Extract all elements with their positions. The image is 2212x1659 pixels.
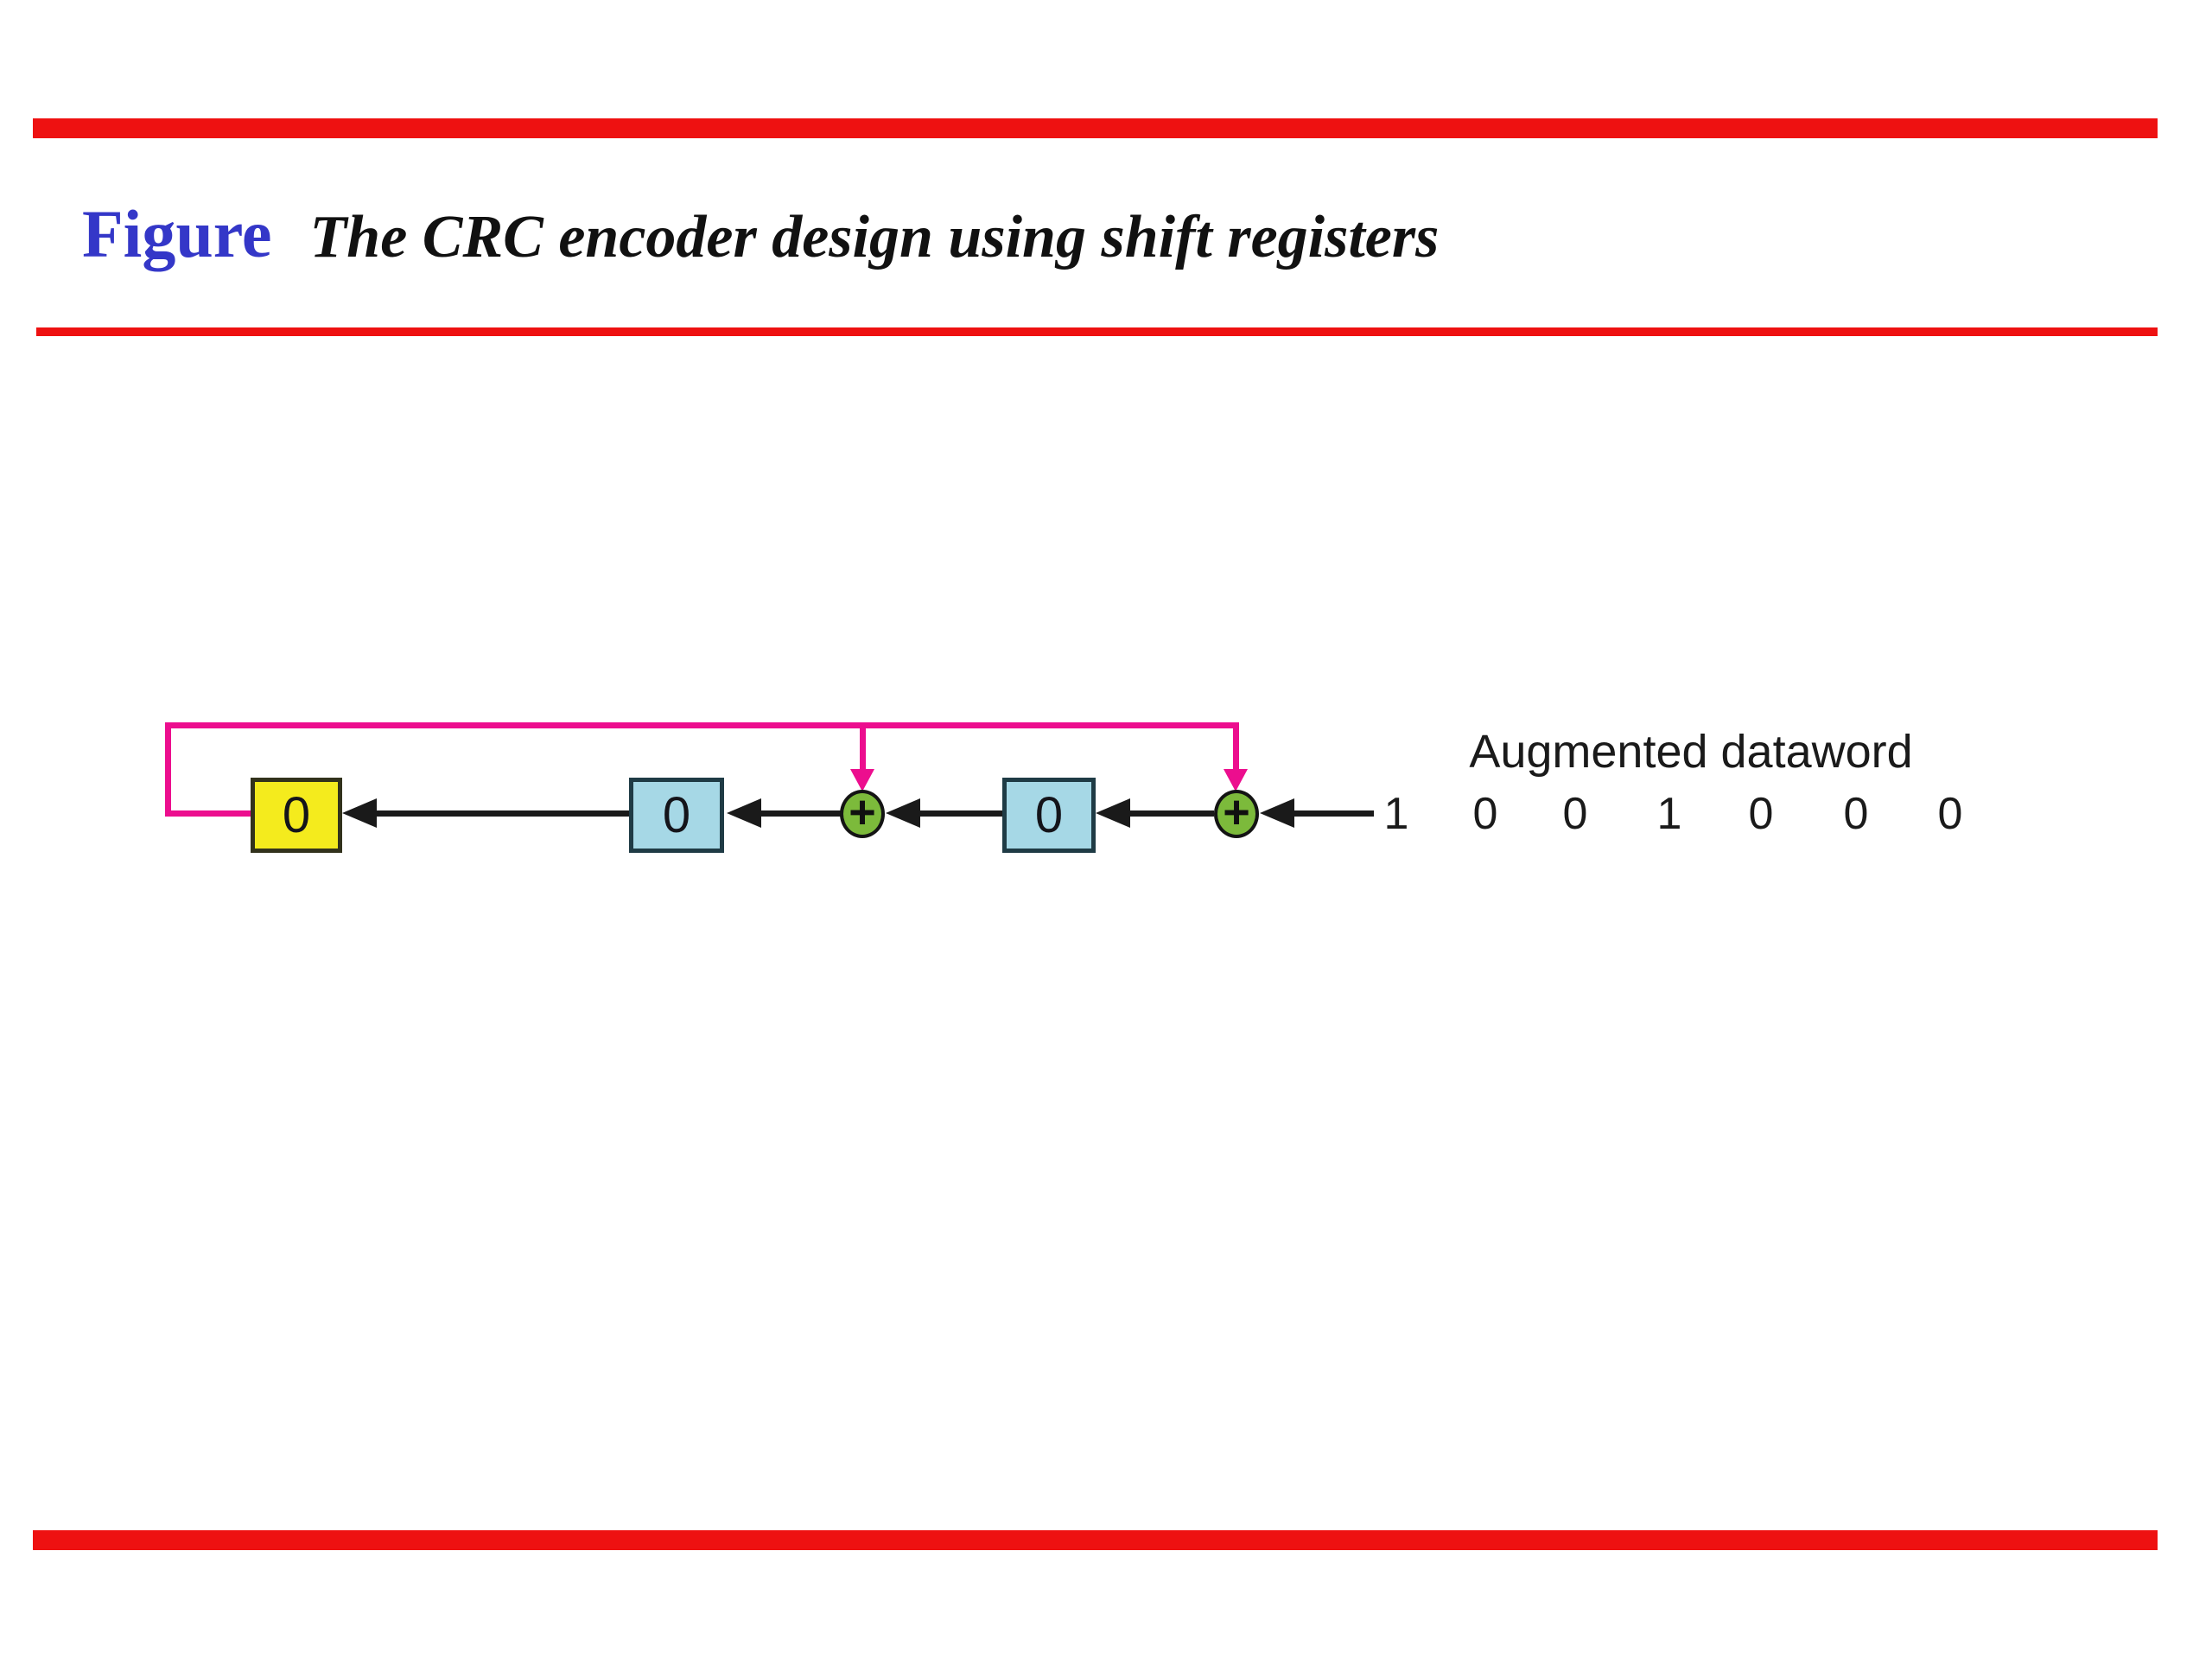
xor-2-symbol: + <box>1223 786 1250 838</box>
augmented-dataword-label: Augmented dataword <box>1469 726 1913 778</box>
input-line <box>1284 810 1374 817</box>
register-box-2: 0 <box>629 778 724 853</box>
arrowhead-into-register-2 <box>727 798 761 828</box>
xor-node-1: + <box>840 786 885 838</box>
figure-title: Figure The CRC encoder design using shif… <box>82 200 1439 268</box>
register-box-1: 0 <box>251 778 342 853</box>
feedback-drop-2 <box>1233 722 1239 772</box>
bit-2: 0 <box>1562 789 1588 839</box>
bit-1: 0 <box>1472 789 1498 839</box>
feedback-line-into-register <box>165 810 251 817</box>
xor-node-2: + <box>1214 786 1259 838</box>
feedback-drop-1 <box>860 722 866 772</box>
title-underline-rule <box>36 327 2158 336</box>
bit-0: 1 <box>1383 789 1409 839</box>
feedback-line-left <box>165 722 171 817</box>
register-3-value: 0 <box>1034 786 1064 843</box>
register-2-value: 0 <box>662 786 691 843</box>
figure-caption: The CRC encoder design using shift regis… <box>309 204 1440 270</box>
feedback-line-top <box>165 722 1237 728</box>
bottom-rule <box>33 1530 2158 1550</box>
line-xor1-to-register2 <box>755 810 842 817</box>
register-1-value: 0 <box>282 786 311 843</box>
register-box-3: 0 <box>1002 778 1096 853</box>
feedback-arrowhead-1 <box>850 769 874 791</box>
bit-4: 0 <box>1748 789 1774 839</box>
arrowhead-into-register-1 <box>342 798 377 828</box>
bit-5: 0 <box>1843 789 1869 839</box>
line-xor2-to-register3 <box>1125 810 1214 817</box>
top-rule <box>33 118 2158 138</box>
figure-label: Figure <box>82 196 272 271</box>
arrowhead-into-register-3 <box>1096 798 1130 828</box>
bit-6: 0 <box>1937 789 1963 839</box>
arrowhead-into-xor-2 <box>1260 798 1294 828</box>
arrowhead-into-xor-1 <box>886 798 920 828</box>
line-register2-to-register1 <box>372 810 629 817</box>
feedback-arrowhead-2 <box>1224 769 1248 791</box>
bit-3: 1 <box>1656 789 1682 839</box>
line-register3-to-xor1 <box>914 810 1002 817</box>
xor-1-symbol: + <box>849 786 876 838</box>
